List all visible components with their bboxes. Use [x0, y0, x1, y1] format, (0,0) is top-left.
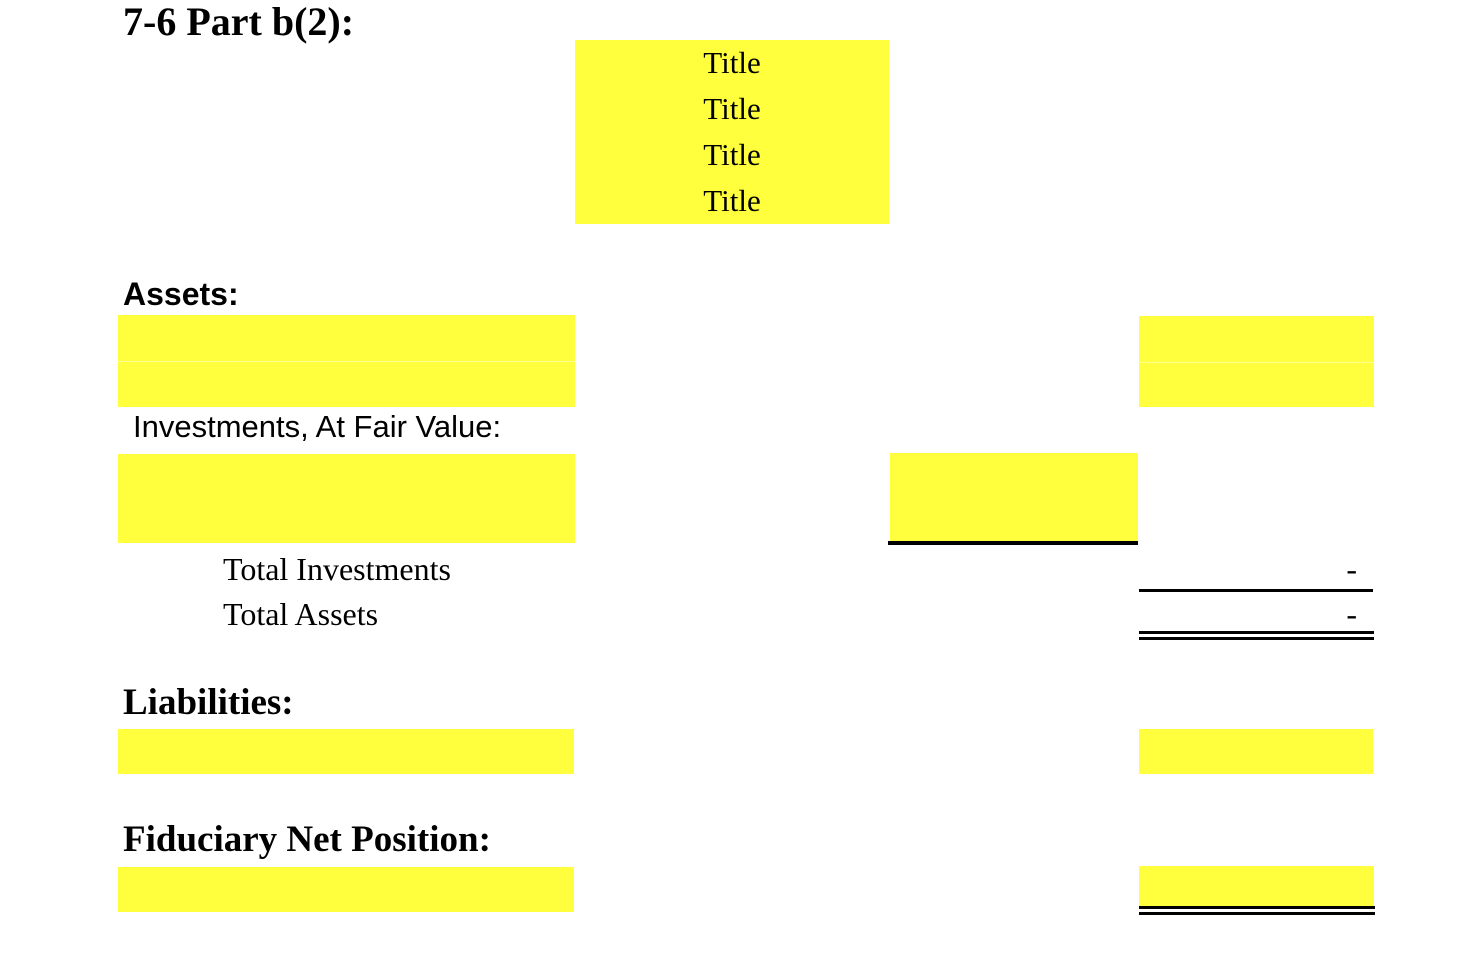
assets-amounts-input-cell[interactable]	[1139, 316, 1374, 407]
page-title: 7-6 Part b(2):	[123, 0, 355, 44]
cell-divider	[1139, 362, 1374, 363]
investments-subtotal-input-cell[interactable]	[890, 453, 1138, 541]
statement-title-block[interactable]: Title Title Title Title	[575, 40, 889, 224]
title-line: Title	[703, 91, 761, 126]
fiduciary-amount-input-cell[interactable]	[1139, 866, 1374, 906]
investments-heading: Investments, At Fair Value:	[133, 409, 502, 444]
total-investments-value: -	[1346, 551, 1357, 587]
assets-section-heading: Assets:	[123, 276, 239, 312]
total-assets-label: Total Assets	[223, 596, 379, 632]
fiduciary-account-input-cell[interactable]	[118, 867, 574, 912]
fiduciary-total-double-rule	[1139, 906, 1375, 915]
total-assets-value: -	[1346, 596, 1357, 632]
investments-subtotal-rule	[888, 541, 1138, 545]
investments-accounts-input-cell[interactable]	[118, 454, 575, 543]
cell-divider	[118, 361, 575, 362]
title-line: Title	[703, 183, 761, 218]
liabilities-account-input-cell[interactable]	[118, 729, 574, 774]
total-investments-rule	[1139, 589, 1373, 592]
total-investments-label: Total Investments	[223, 551, 451, 587]
total-assets-double-rule	[1139, 631, 1374, 640]
liabilities-amount-input-cell[interactable]	[1139, 729, 1373, 774]
title-line: Title	[703, 137, 761, 172]
liabilities-section-heading: Liabilities:	[123, 682, 294, 723]
fiduciary-net-position-heading: Fiduciary Net Position:	[123, 819, 491, 860]
assets-accounts-input-cell[interactable]	[118, 315, 575, 407]
title-line: Title	[703, 45, 761, 80]
